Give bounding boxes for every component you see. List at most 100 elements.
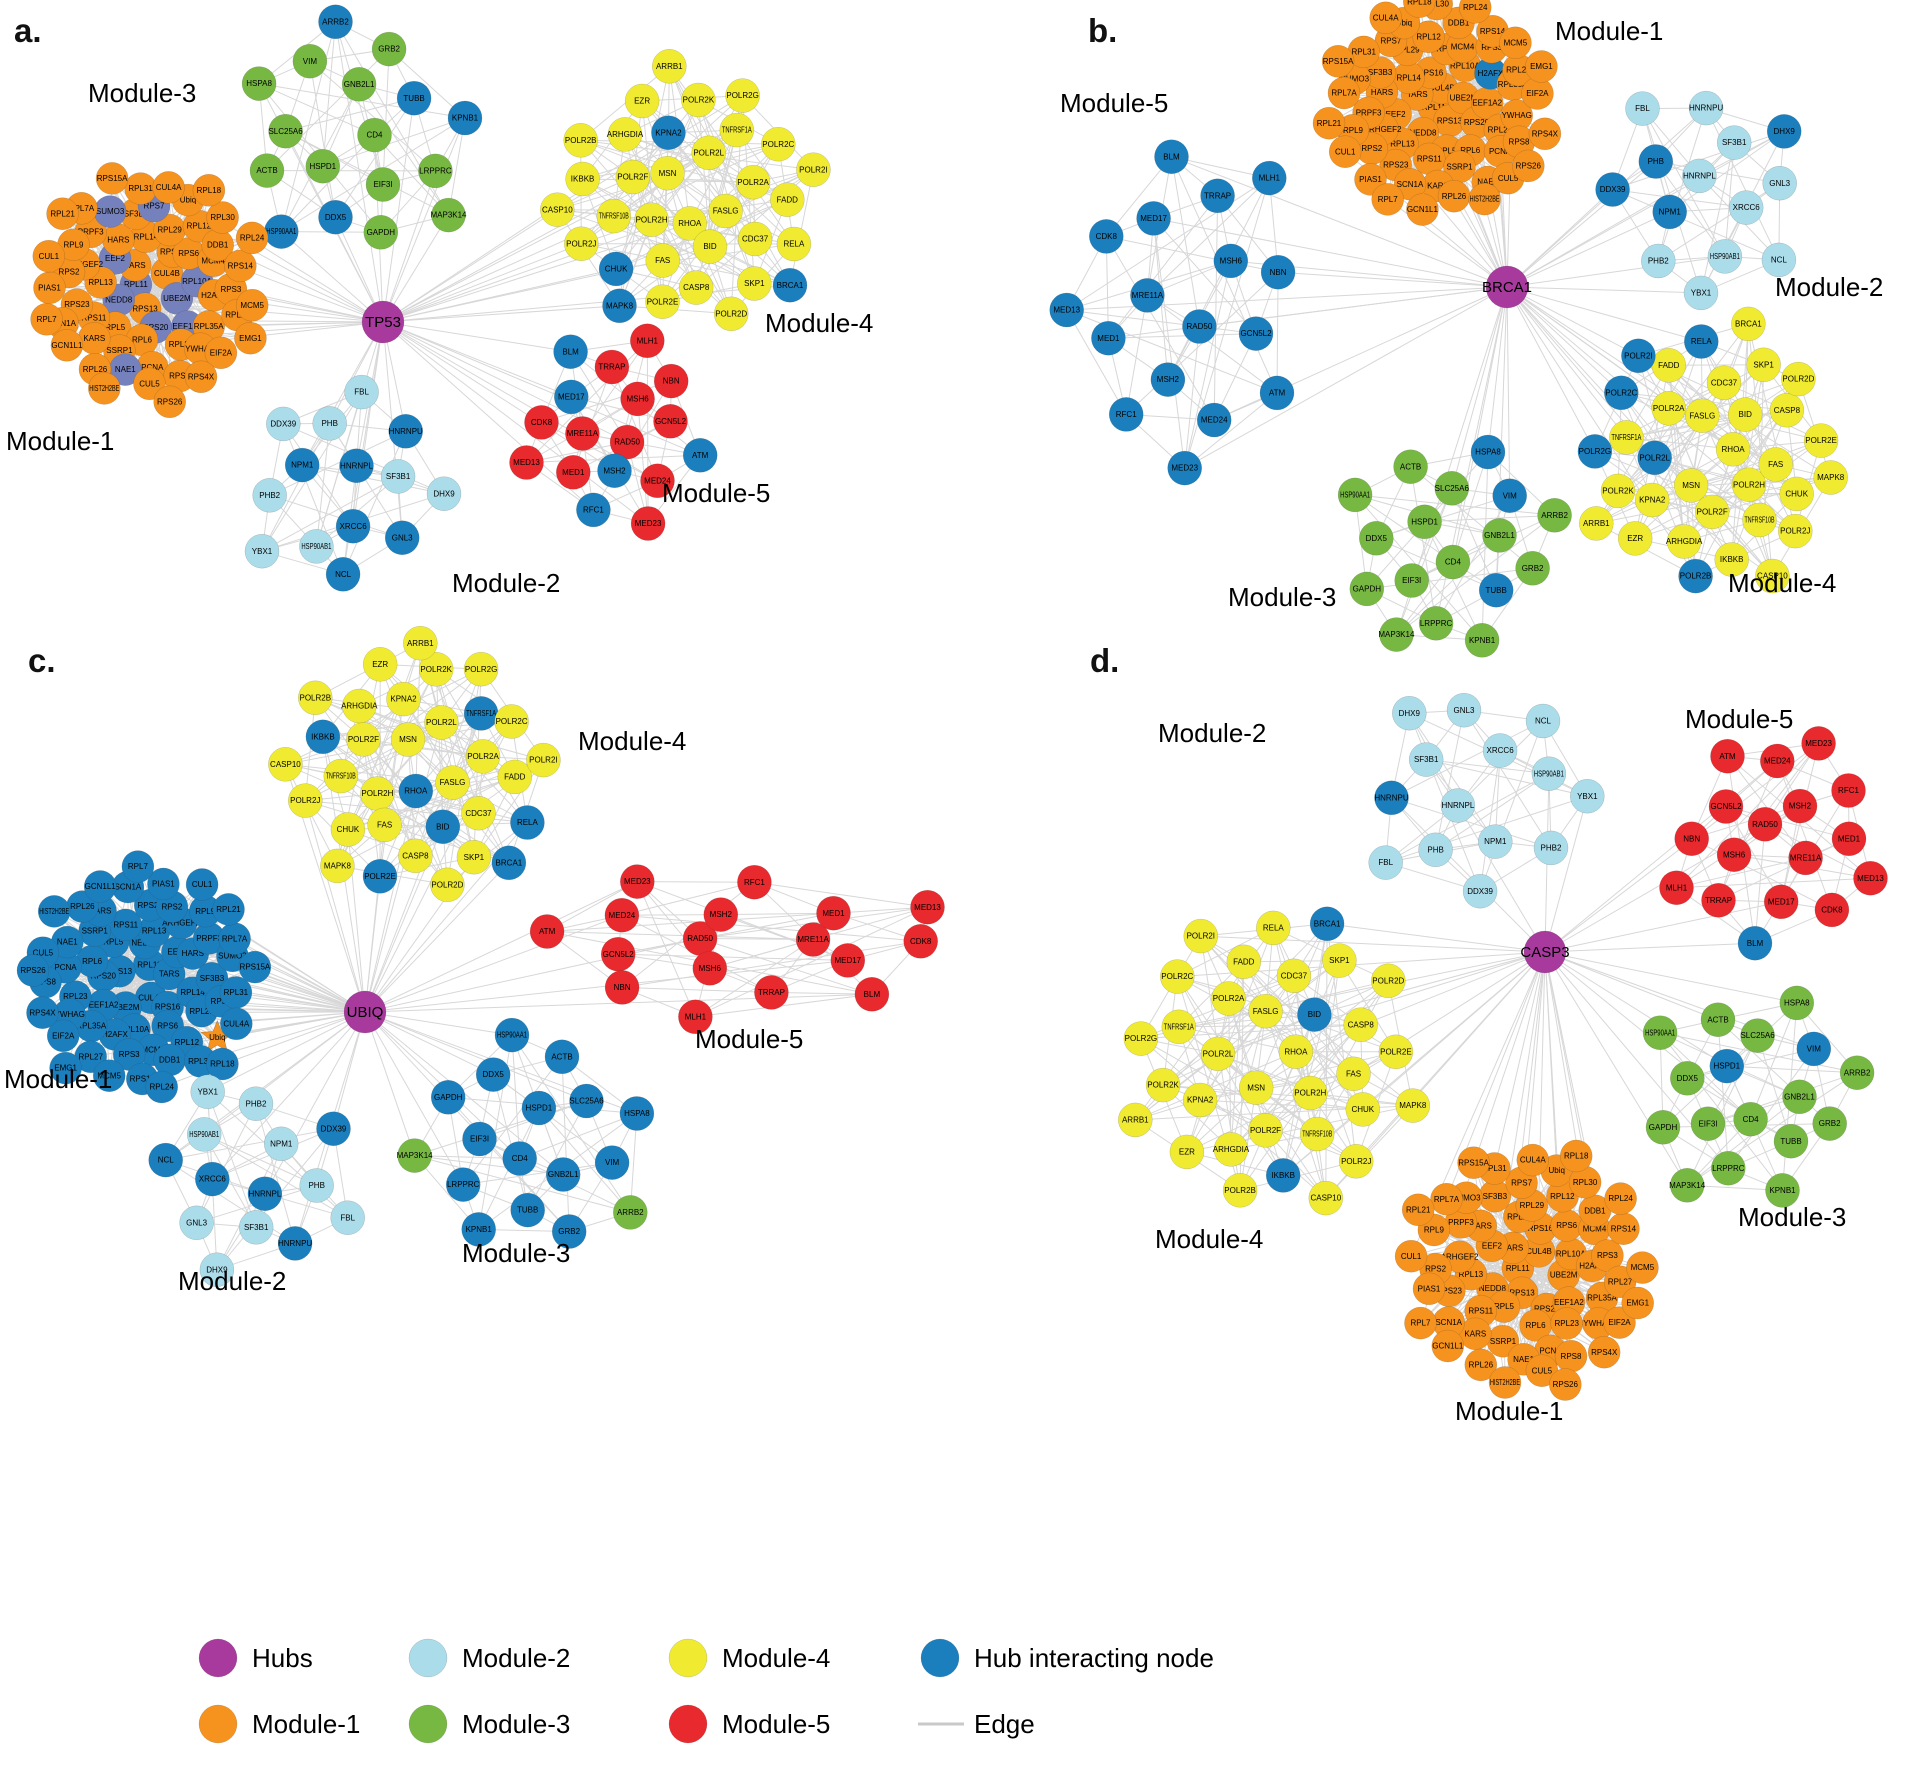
node-circle (1309, 906, 1345, 942)
node-circle (1211, 981, 1246, 1016)
node-EMG1: EMG1 (234, 321, 267, 355)
module-module-2-nodes: HNRNPLXRCC6NPM1SF3B1HSP90AB1PHBGNL3PHB2H… (1368, 692, 1605, 909)
node-VIM: VIM (1492, 478, 1527, 513)
node-GNL3: GNL3 (1446, 692, 1482, 728)
node-circle (1378, 1034, 1414, 1070)
node-circle (1407, 504, 1442, 540)
node-LRPPRC: LRPPRC (1711, 1150, 1746, 1186)
node-circle (284, 447, 320, 483)
node-circle (1626, 1251, 1659, 1284)
node-circle (371, 31, 407, 67)
node-circle (737, 864, 772, 900)
node-circle (1674, 821, 1709, 856)
node-CHUK: CHUK (1345, 1092, 1381, 1127)
node-MED1: MED1 (816, 895, 851, 931)
node-circle (1446, 692, 1482, 728)
node-circle (1492, 478, 1527, 513)
module-label: Module-2 (178, 1266, 286, 1296)
node-circle (650, 155, 685, 191)
node-circle (312, 406, 347, 441)
node-circle (1371, 963, 1406, 999)
node-circle (1512, 149, 1545, 183)
node-YBX1: YBX1 (244, 533, 280, 569)
node-circle (124, 172, 157, 205)
module-label: Module-5 (1685, 704, 1793, 734)
node-POLR2H: POLR2H (1293, 1075, 1328, 1111)
node-circle (362, 859, 398, 894)
node-circle (1256, 910, 1291, 946)
node-BID: BID (425, 809, 461, 844)
hub-circle (343, 990, 387, 1034)
node-circle (1533, 830, 1569, 866)
node-MED17: MED17 (830, 943, 866, 978)
node-HSP90AA1: HSP90AA1 (264, 214, 299, 249)
node-POLR2L: POLR2L (1637, 440, 1672, 476)
node-circle (1638, 144, 1674, 179)
node-circle (563, 123, 598, 158)
node-circle (1621, 1286, 1654, 1320)
node-circle (854, 977, 890, 1012)
node-MSN: MSN (650, 155, 685, 191)
node-DDX39: DDX39 (1462, 873, 1498, 909)
node-circle (1299, 1116, 1335, 1152)
node-HNRNPL: HNRNPL (1682, 158, 1717, 194)
node-circle (463, 651, 499, 687)
node-circle (1182, 1082, 1218, 1118)
node-circle (1570, 778, 1605, 814)
module-label: Module-1 (1455, 1396, 1563, 1426)
node-circle (430, 867, 465, 903)
node-circle (26, 996, 59, 1029)
node-circle (754, 975, 789, 1010)
module-module-5-nodes: RAD50MRE11AMSH6MSH2MED17GCN5L2MED1TRRAPM… (1049, 139, 1296, 486)
node-circle (1788, 840, 1823, 876)
node-circle (620, 381, 655, 417)
node-HSP90AB1: HSP90AB1 (1531, 756, 1567, 791)
node-CUL4A: CUL4A (1369, 1, 1402, 35)
node-circle (678, 270, 714, 305)
node-YBX1: YBX1 (1570, 778, 1605, 814)
node-circle (1761, 242, 1797, 278)
node-circle (1766, 114, 1802, 149)
node-SKP1: SKP1 (1746, 347, 1781, 383)
node-circle (1213, 1132, 1249, 1167)
node-CDC37: CDC37 (1276, 958, 1312, 994)
node-RPL24: RPL24 (1604, 1182, 1637, 1215)
module-label: Module-5 (1060, 88, 1168, 118)
node-HSP90AA1: HSP90AA1 (1642, 1015, 1678, 1050)
node-POLR2J: POLR2J (1338, 1144, 1374, 1179)
node-circle (403, 625, 438, 661)
node-YBX1: YBX1 (190, 1074, 225, 1110)
node-CASP10: CASP10 (540, 192, 575, 227)
node-circle (266, 406, 301, 442)
module-label: Module-5 (695, 1024, 803, 1054)
node-POLR2H: POLR2H (634, 202, 669, 237)
node-circle (1349, 571, 1385, 607)
node-MED23: MED23 (1167, 450, 1202, 486)
node-NPM1: NPM1 (263, 1126, 299, 1162)
legend-label: Module-4 (722, 1643, 830, 1673)
node-SKP1: SKP1 (1322, 943, 1357, 978)
node-circle (1312, 106, 1346, 140)
node-NCL: NCL (325, 557, 361, 592)
node-ACTB: ACTB (249, 153, 285, 188)
node-MSN: MSN (1673, 468, 1709, 503)
hub-circle (1523, 930, 1567, 974)
node-MED17: MED17 (554, 379, 589, 415)
node-circle (609, 424, 645, 460)
node-DHX9: DHX9 (426, 476, 462, 511)
node-TNFRSF10B: TNFRSF10B (596, 198, 632, 234)
node-circle (737, 221, 773, 257)
node-MSH6: MSH6 (620, 381, 655, 417)
node-DDX5: DDX5 (475, 1057, 511, 1092)
node-GNB2L1: GNB2L1 (545, 1157, 581, 1192)
node-circle (565, 161, 600, 197)
node-circle (1260, 254, 1296, 290)
node-BLM: BLM (1737, 925, 1773, 961)
node-CUL1: CUL1 (1328, 135, 1362, 168)
node-circle (1248, 1113, 1283, 1148)
node-circle (268, 113, 303, 149)
node-RPL7: RPL7 (30, 303, 63, 336)
node-circle (365, 167, 401, 202)
node-MED24: MED24 (604, 897, 640, 933)
